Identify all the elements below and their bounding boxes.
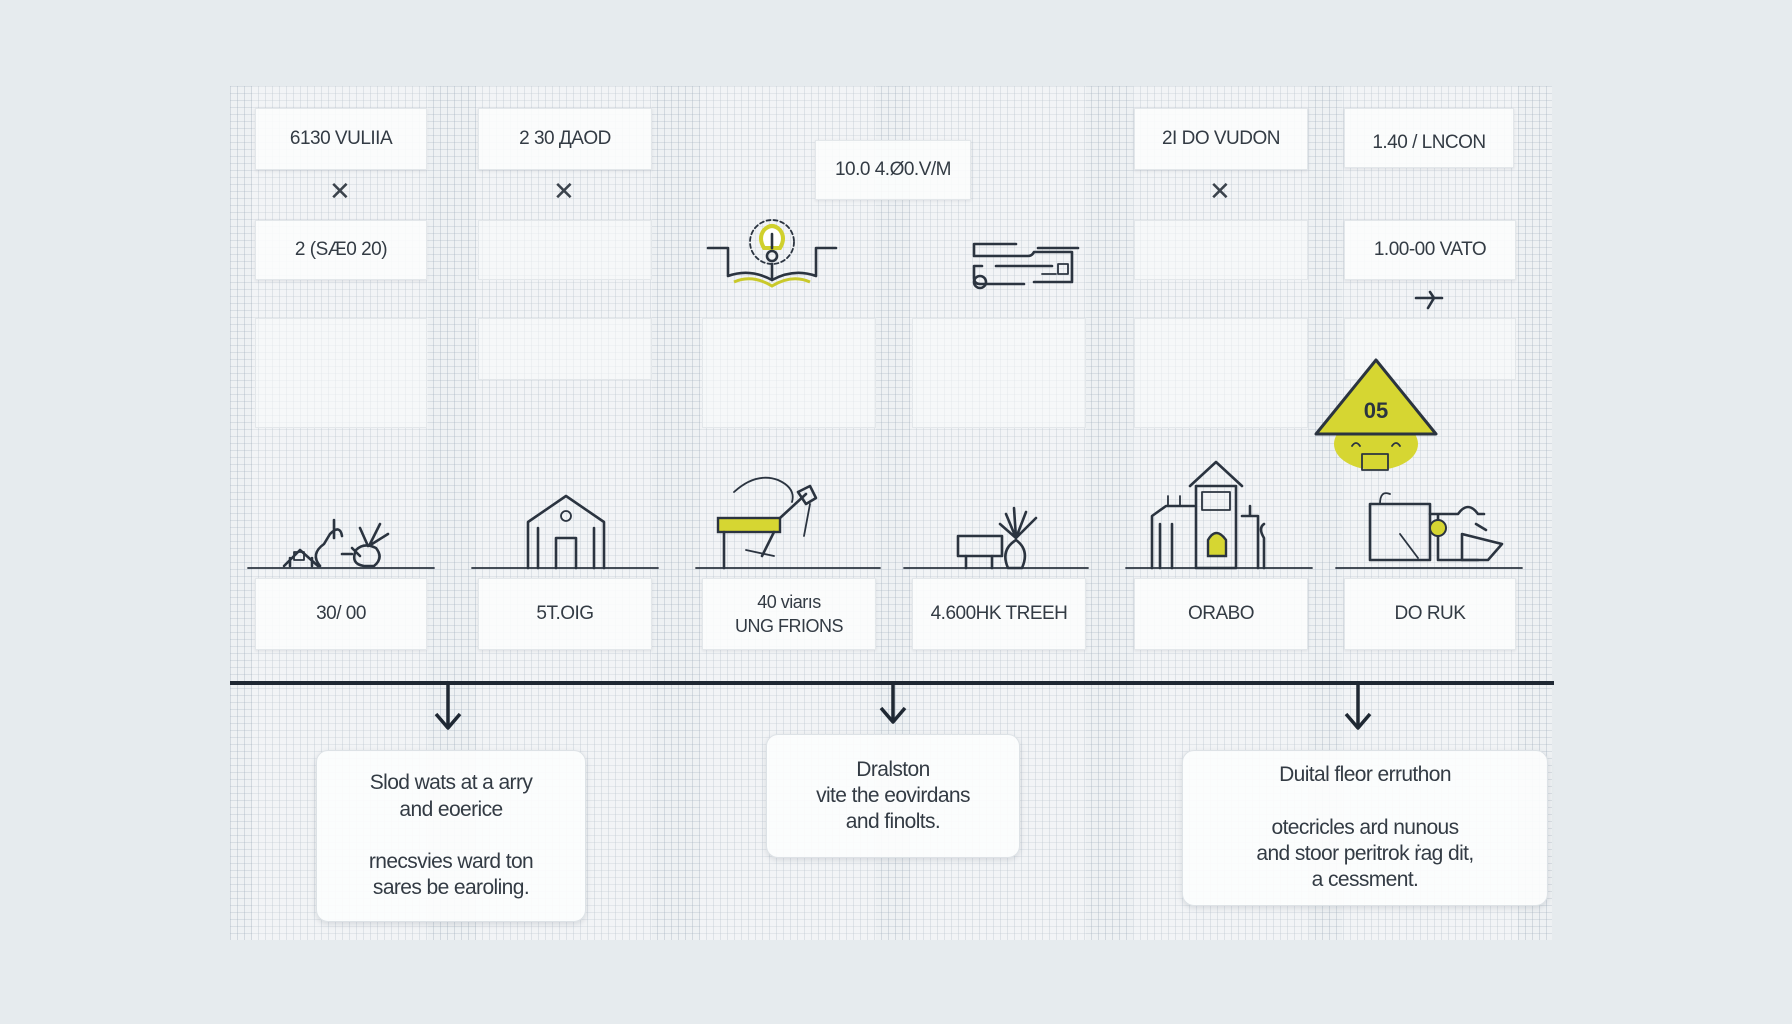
bottom-label-1: 30/ 00 [255,578,427,650]
down-arrow-icon [434,685,462,730]
ground-lines [247,567,1523,569]
top-label-5: 1.40 / LNCON [1344,108,1514,168]
top-label-2: 2 30 ДAOD [478,108,652,170]
empty-cell [478,220,652,280]
warning-triangle-icon: 05 [1314,358,1438,471]
empty-cell [1134,220,1308,280]
down-arrow-icon [1344,685,1372,730]
top-label-4: 2I DO VUDON [1134,108,1308,170]
cross-icon: ✕ [553,176,575,206]
bottom-label-4: 4.600HK TREEH [912,578,1086,650]
timeline-axis [230,681,1554,730]
plane-icon [1414,290,1444,310]
house-icon [1150,460,1266,570]
note-card-3: Duital fleor erruthon otecricles ard nun… [1182,750,1548,906]
building-icon [526,494,606,570]
badge-value: 05 [1364,398,1388,423]
empty-cell [702,318,876,428]
bottom-label-2: 5T.OIG [478,578,652,650]
cross-icon: ✕ [329,176,351,206]
top-label-3: 10.0 4.Ø0.V/M [815,140,971,200]
bottom-label-5: ORABO [1134,578,1308,650]
tree-house-icon [282,518,390,568]
down-arrow-icon [879,685,907,724]
note-card-2: Dralston vite the eovirdans and finolts. [766,734,1020,858]
top-label-1: 6130 VULIIA [255,108,427,170]
bottom-label-6: DO RUK [1344,578,1516,650]
desk-lamp-icon [716,476,818,570]
shop-icon [1368,492,1504,562]
lightbulb-book-icon [706,219,838,288]
empty-cell [1134,318,1308,428]
empty-cell [478,318,652,380]
empty-cell [912,318,1086,428]
note-card-1: Slod wats at a arry and eoerice rnecsvie… [316,750,586,922]
machine-icon [972,242,1080,290]
cross-icon: ✕ [1209,176,1231,206]
second-label-2: 1.00-00 VATO [1344,220,1516,280]
bottom-label-3: 40 viarıs UNG FRIONS [702,578,876,650]
second-label-1: 2 (SÆ0 20) [255,220,427,280]
empty-cell [255,318,427,428]
vase-icon [956,506,1038,570]
